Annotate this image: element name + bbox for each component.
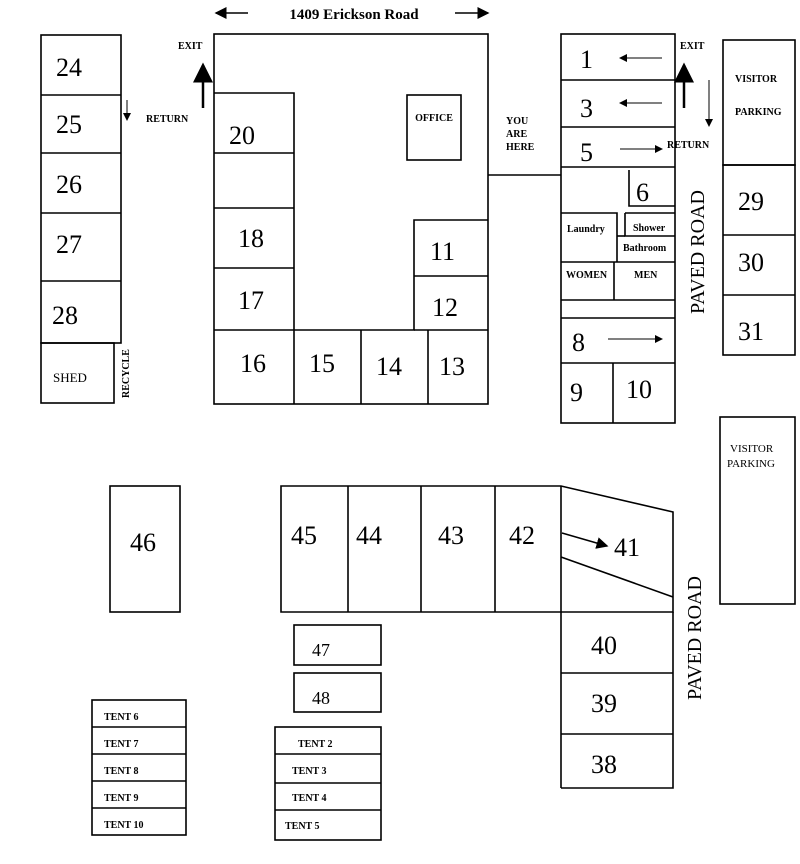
site-48: 48 — [312, 688, 330, 708]
road-title: 1409 Erickson Road — [289, 7, 419, 23]
exit-right: EXIT RETURN — [667, 41, 713, 151]
tent-5: TENT 5 — [285, 821, 320, 832]
site-13: 13 — [439, 352, 465, 381]
men-label: MEN — [634, 270, 658, 281]
laundry-label: Laundry — [567, 224, 605, 235]
site-3: 3 — [580, 94, 593, 123]
are-label: ARE — [506, 129, 527, 140]
site-10: 10 — [626, 375, 652, 404]
tents-middle: TENT 2 TENT 3 TENT 4 TENT 5 — [274, 726, 382, 841]
site-42: 42 — [509, 521, 535, 550]
site-28: 28 — [52, 301, 78, 330]
return-label: RETURN — [146, 114, 189, 125]
site-31: 31 — [738, 317, 764, 346]
tent-4: TENT 4 — [292, 793, 327, 804]
recycle-label: RECYCLE — [121, 349, 132, 398]
site-46-box — [109, 485, 181, 613]
right-block: 1 3 5 6 Laundry Shower Bathroom WOMEN ME… — [560, 33, 676, 424]
exit-left: EXIT RETURN — [146, 41, 213, 125]
site-18: 18 — [238, 224, 264, 253]
visitor-label: VISITOR — [735, 74, 778, 85]
office-label: OFFICE — [415, 113, 453, 124]
site-30: 30 — [738, 248, 764, 277]
tent-10: TENT 10 — [104, 820, 144, 831]
exit-label: EXIT — [680, 41, 705, 52]
exit-label: EXIT — [178, 41, 203, 52]
visitor-label: VISITOR — [730, 443, 774, 455]
site-44: 44 — [356, 521, 382, 550]
paved-road-label: PAVED ROAD — [687, 190, 709, 314]
site-38: 38 — [591, 750, 617, 779]
lower-block: 45 44 43 42 41 40 39 38 — [280, 485, 674, 789]
site-46: 46 — [130, 528, 156, 557]
return-label: RETURN — [667, 140, 710, 151]
site-14: 14 — [376, 352, 402, 381]
parking-label: PARKING — [727, 458, 775, 470]
shed — [40, 342, 115, 404]
left-column: 24 25 26 27 28 SHED RECYCLE — [40, 34, 132, 404]
tent-3: TENT 3 — [292, 766, 327, 777]
arrow-icon — [561, 532, 609, 549]
tent-9: TENT 9 — [104, 793, 139, 804]
parking-label: PARKING — [735, 107, 782, 118]
site-17: 17 — [238, 286, 264, 315]
paved-road-label: PAVED ROAD — [684, 576, 706, 700]
tent-2: TENT 2 — [298, 739, 333, 750]
site-39: 39 — [591, 689, 617, 718]
bathroom-label: Bathroom — [623, 243, 667, 254]
women-label: WOMEN — [566, 270, 608, 281]
visitor-parking-bottom: VISITOR PARKING — [719, 416, 796, 605]
tent-8: TENT 8 — [104, 766, 139, 777]
site-25: 25 — [56, 110, 82, 139]
site-47: 47 — [312, 640, 330, 660]
site-11: 11 — [430, 237, 455, 266]
title-area: 1409 Erickson Road — [214, 7, 490, 23]
site-12: 12 — [432, 293, 458, 322]
tent-7: TENT 7 — [104, 739, 139, 750]
site-41: 41 — [614, 533, 640, 562]
visitor-parking-top: VISITOR PARKING 29 30 31 — [722, 39, 796, 356]
site-5: 5 — [580, 138, 593, 167]
you-label: YOU — [506, 116, 528, 127]
site-6: 6 — [636, 178, 649, 207]
site-24: 24 — [56, 53, 82, 82]
site-27: 27 — [56, 230, 82, 259]
site-29: 29 — [738, 187, 764, 216]
office — [406, 94, 462, 161]
site-43: 43 — [438, 521, 464, 550]
site-9: 9 — [570, 378, 583, 407]
site-16: 16 — [240, 349, 266, 378]
site-20: 20 — [229, 121, 255, 150]
site-15: 15 — [309, 349, 335, 378]
site-1: 1 — [580, 45, 593, 74]
site-45: 45 — [291, 521, 317, 550]
shed-label: SHED — [53, 370, 87, 385]
you-are-here: YOU ARE HERE — [488, 116, 561, 176]
shower-label: Shower — [633, 223, 666, 234]
main-block: OFFICE 20 18 17 16 15 14 13 12 11 — [213, 33, 489, 405]
here-label: HERE — [506, 142, 535, 153]
site-26: 26 — [56, 170, 82, 199]
tent-6: TENT 6 — [104, 712, 139, 723]
tents-left: TENT 6 TENT 7 TENT 8 TENT 9 TENT 10 — [91, 699, 187, 836]
site-8: 8 — [572, 328, 585, 357]
site-40: 40 — [591, 631, 617, 660]
